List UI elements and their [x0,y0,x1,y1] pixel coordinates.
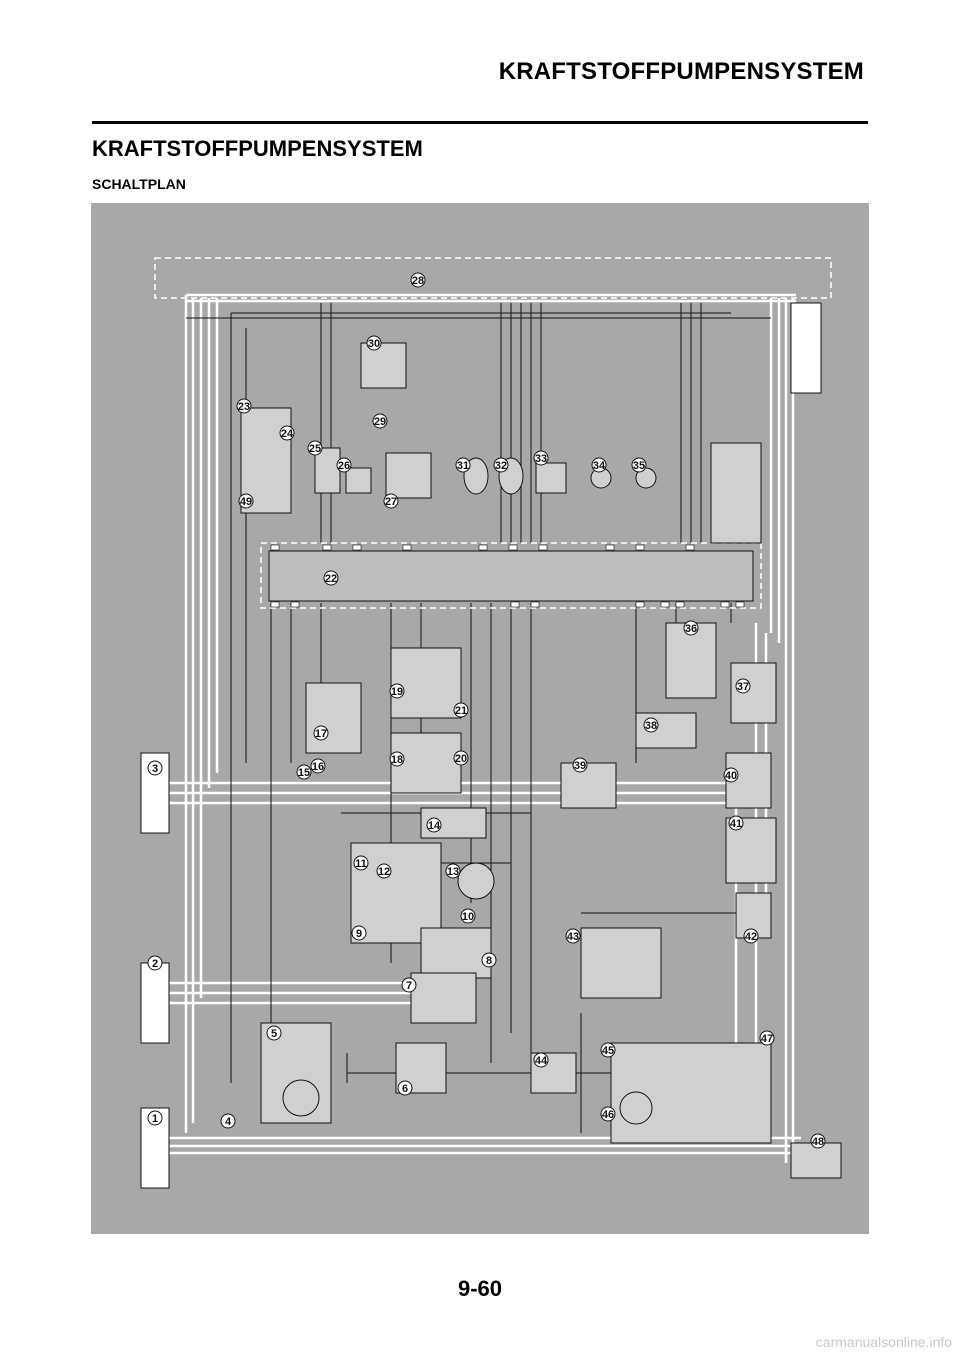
label-6: 6 [402,1083,408,1095]
label-38: 38 [645,720,657,732]
label-7: 7 [406,980,412,992]
label-13: 13 [447,866,459,878]
label-47: 47 [761,1033,773,1045]
label-48: 48 [812,1136,824,1148]
label-46: 46 [602,1109,614,1121]
label-28: 28 [412,275,424,287]
wiring-diagram: 28 22 1 2 3 4 5 6 7 8 9 10 11 [91,203,869,1234]
label-37: 37 [737,681,749,693]
wiring-diagram-svg: 28 22 1 2 3 4 5 6 7 8 9 10 11 [140,257,842,1189]
label-5: 5 [271,1028,277,1040]
label-41: 41 [730,818,742,830]
label-23: 23 [238,401,250,413]
label-34: 34 [593,460,606,472]
label-22: 22 [325,573,337,585]
section-title: SCHALTPLAN [92,176,186,192]
label-49: 49 [240,496,252,508]
page-title: KRAFTSTOFFPUMPENSYSTEM [92,136,423,161]
label-30: 30 [368,338,380,350]
header-rule [92,121,868,124]
label-33: 33 [535,453,547,465]
label-27: 27 [385,496,397,508]
label-18: 18 [391,754,403,766]
watermark: carmanualsonline.info [815,1334,952,1350]
label-2: 2 [152,958,158,970]
label-40: 40 [725,770,737,782]
label-12: 12 [378,866,390,878]
label-43: 43 [567,931,579,943]
top-harness-box [154,257,832,299]
page-number: 9-60 [457,1276,503,1301]
label-39: 39 [574,760,586,772]
label-29: 29 [374,416,386,428]
label-21: 21 [455,705,467,717]
label-19: 19 [391,686,403,698]
label-3: 3 [152,763,158,775]
label-9: 9 [356,928,362,940]
label-17: 17 [315,728,327,740]
label-31: 31 [457,460,469,472]
label-4: 4 [225,1116,232,1128]
label-42: 42 [745,931,757,943]
label-36: 36 [685,623,697,635]
label-10: 10 [462,911,474,923]
label-20: 20 [455,753,467,765]
label-11: 11 [355,858,367,870]
label-26: 26 [338,460,350,472]
label-32: 32 [495,460,507,472]
label-25: 25 [309,443,321,455]
label-15: 15 [298,767,310,779]
label-35: 35 [633,460,645,472]
label-16: 16 [312,761,324,773]
label-44: 44 [535,1055,548,1067]
running-header: KRAFTSTOFFPUMPENSYSTEM [498,58,864,85]
label-45: 45 [602,1045,614,1057]
label-24: 24 [281,428,294,440]
label-1: 1 [152,1113,158,1125]
label-8: 8 [486,955,492,967]
ecu-box [260,542,762,609]
label-14: 14 [428,820,441,832]
